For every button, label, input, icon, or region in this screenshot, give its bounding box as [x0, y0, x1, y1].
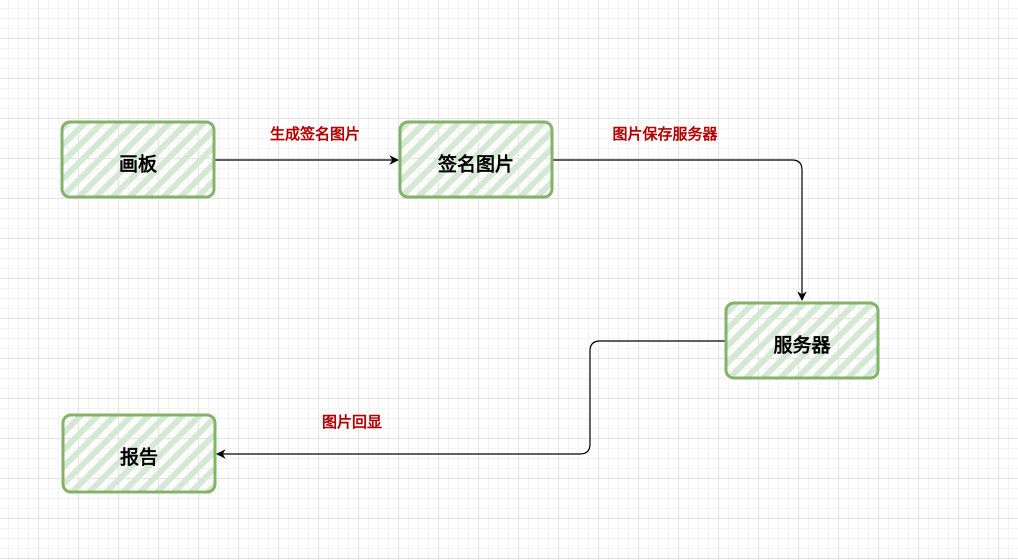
- node-report[interactable]: 报告: [61, 413, 217, 494]
- node-box: [61, 413, 217, 494]
- node-server[interactable]: 服务器: [724, 301, 880, 380]
- node-label-server: 服务器: [773, 334, 831, 357]
- node-box: [60, 120, 216, 199]
- edge-generate-signature[interactable]: 生成签名图片: [215, 125, 399, 165]
- node-box: [398, 120, 554, 199]
- edge-label-save-to-server: 图片保存服务器: [612, 125, 718, 143]
- edge-line: [552, 159, 807, 301]
- node-signature-image[interactable]: 签名图片: [398, 120, 554, 199]
- node-label-canvas-board: 画板: [119, 153, 158, 176]
- edge-save-to-server[interactable]: 图片保存服务器: [552, 125, 807, 301]
- node-box: [724, 301, 880, 380]
- edge-label-generate-signature: 生成签名图片: [270, 125, 360, 143]
- edge-label-image-echo: 图片回显: [322, 413, 382, 431]
- node-canvas-board[interactable]: 画板: [60, 120, 216, 199]
- edge-image-echo[interactable]: 图片回显: [216, 340, 726, 459]
- node-label-report: 报告: [120, 446, 158, 469]
- edge-line: [216, 340, 726, 459]
- node-label-signature-image: 签名图片: [437, 153, 514, 176]
